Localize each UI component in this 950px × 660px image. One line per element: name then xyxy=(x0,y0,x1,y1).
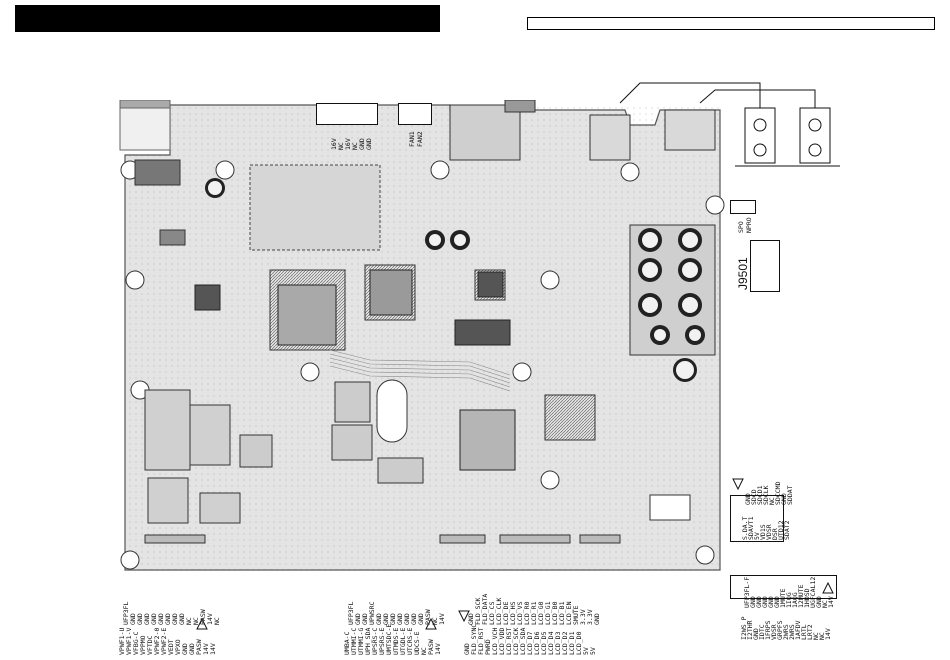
pin-label: SDAT2 xyxy=(783,520,791,540)
pin1-marker-icon xyxy=(458,610,470,622)
j9501-label: J9501 xyxy=(736,257,750,290)
header-box xyxy=(527,17,935,30)
pcb-board xyxy=(110,99,725,580)
top-connector-power xyxy=(316,103,378,125)
pin-label: SPO xyxy=(737,221,745,233)
pin1-marker-icon xyxy=(196,618,208,630)
pin1-marker-icon xyxy=(425,618,437,630)
pin-label: 14V xyxy=(824,628,832,640)
pin-label: FAN2 xyxy=(416,131,424,147)
side-connector xyxy=(730,200,756,214)
pin-label: 14V xyxy=(438,613,446,625)
pin-label: GND xyxy=(593,613,601,625)
pin-label: 14V xyxy=(434,643,442,655)
pin-label: FAN1 xyxy=(408,131,416,147)
title-bar xyxy=(15,5,440,32)
top-connector-fan xyxy=(398,103,432,125)
pin-label: GND xyxy=(365,138,373,150)
j9501-connector xyxy=(750,240,780,292)
pin-label: 5V xyxy=(589,647,597,655)
pin-label: NPRO xyxy=(745,217,753,233)
pin1-marker-icon xyxy=(822,582,834,594)
pcb-board-drawing xyxy=(119,99,725,571)
bracket-diagram xyxy=(619,82,840,167)
right-top-connector xyxy=(730,495,784,542)
pin-label: 14V xyxy=(827,596,835,608)
pin-label: 14V xyxy=(209,643,217,655)
pin-label: SDDAT xyxy=(786,485,794,505)
page-title xyxy=(15,11,25,25)
pin1-marker-icon xyxy=(732,478,744,490)
right-bottom-connector xyxy=(730,575,837,599)
pin-label: NC xyxy=(213,617,221,625)
